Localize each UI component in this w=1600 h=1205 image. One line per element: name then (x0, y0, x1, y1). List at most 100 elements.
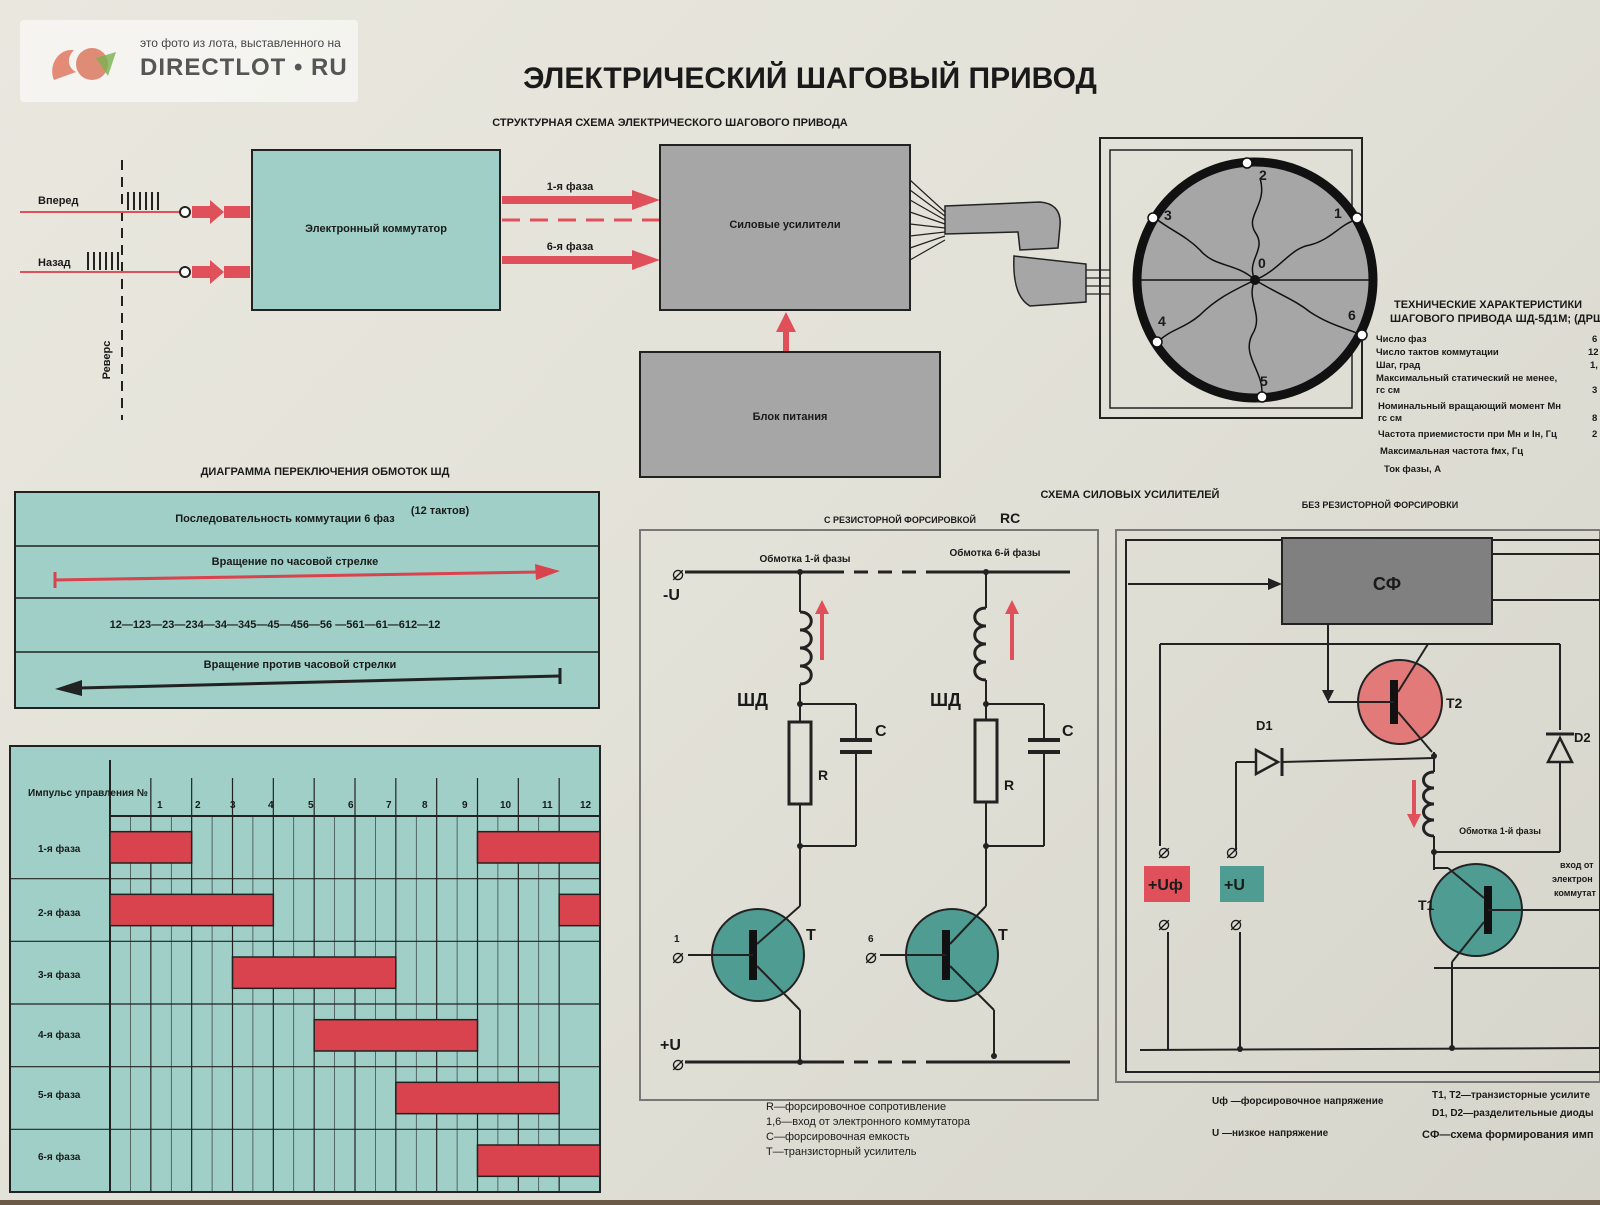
sf-block (1281, 537, 1493, 625)
structural-title: СТРУКТУРНАЯ СХЕМА ЭЛЕКТРИЧЕСКОГО ШАГОВОГ… (492, 117, 848, 129)
watermark: это фото из лота, выставленного на DIREC… (20, 20, 358, 102)
phase-bar (476, 1144, 601, 1178)
structural-diagram: СТРУКТУРНАЯ СХЕМА ЭЛЕКТРИЧЕСКОГО ШАГОВОГ… (20, 117, 1378, 478)
legend-item: D1, D2—разделительные диоды (1432, 1108, 1594, 1119)
pulse-label: 2 (195, 800, 201, 811)
legend-item: СФ—схема формирования имп (1422, 1129, 1594, 1141)
legend-item: C—форсировочная емкость (766, 1131, 910, 1143)
u-forcing-badge (1144, 866, 1190, 902)
diode-d2-icon (1545, 735, 1575, 764)
phase-bar (231, 956, 397, 990)
u-low-label: +U (1224, 877, 1245, 894)
phase-bar (476, 830, 601, 864)
phase-row-label: 1-я фаза (38, 843, 81, 855)
poster-title: ЭЛЕКТРИЧЕСКИЙ ШАГОВЫЙ ПРИВОД (523, 61, 1097, 95)
spec-label: Частота приемистости при Мн и Iн, Гц (1378, 429, 1557, 440)
transistor-label: T (998, 927, 1008, 944)
transistor-label: T (806, 927, 816, 944)
commutator-block (251, 149, 501, 311)
terminal-icon: ⌀ (1158, 841, 1170, 863)
motor-pole-6: 6 (1348, 307, 1356, 323)
input-from-label-3: коммутат (1554, 888, 1596, 898)
legend-item: Uф —форсировочное напряжение (1212, 1095, 1384, 1107)
legend-item: R—форсировочное сопротивление (766, 1101, 946, 1113)
timing-header: Импульс управления № (28, 788, 148, 799)
inductor-icon (799, 610, 813, 686)
watermark-caption: это фото из лота, выставленного на (140, 36, 341, 50)
sequence-label: Последовательность коммутации 6 фаз (175, 513, 395, 525)
specs-title-2: ШАГОВОГО ПРИВОДА ШД-5Д1М; (ДРШ (1390, 313, 1600, 325)
motor-pole-3: 3 (1164, 207, 1172, 223)
input-6-label: 6 (868, 934, 874, 945)
sequence-note: (12 тактов) (411, 505, 470, 517)
d1-label: D1 (1256, 718, 1273, 733)
spec-value: 8 (1592, 413, 1597, 424)
spec-label: Максимальная частота fмх, Гц (1380, 446, 1523, 457)
motor-label: ШД (737, 690, 768, 710)
spec-label: Число фаз (1376, 334, 1427, 345)
spec-value: 1, (1590, 360, 1598, 371)
timing-diagram: Импульс управления № 1 2 3 4 5 6 7 8 9 1… (9, 745, 601, 1193)
minus-u-label: -U (663, 587, 680, 604)
specs-panel: ТЕХНИЧЕСКИЕ ХАРАКТЕРИСТИКИ ШАГОВОГО ПРИВ… (1376, 299, 1600, 475)
amplifier-stage-1: ШД C R ⌀ 1 T (672, 569, 887, 1065)
watermark-brand: DIRECTLOT • RU (140, 54, 348, 81)
pulse-label: 7 (386, 800, 392, 811)
spec-label: Номинальный вращающий момент Мн (1378, 401, 1561, 412)
rc-forcing-label: С РЕЗИСТОРНОЙ ФОРСИРОВКОЙ (824, 514, 976, 525)
motor-pole-1: 1 (1334, 205, 1342, 221)
current-arrow-icon (815, 600, 829, 614)
phase-bar (313, 1018, 479, 1052)
pulse-label: 4 (268, 800, 274, 811)
inductor-icon (973, 606, 987, 682)
spec-label: Шаг, град (1376, 360, 1420, 371)
pulse-label: 10 (500, 800, 512, 811)
terminal-icon: ⌀ (672, 563, 684, 585)
spec-value: 6 (1592, 334, 1597, 345)
motor-pole-4: 4 (1158, 313, 1166, 329)
phase-bar (109, 830, 193, 864)
phase-row-label: 3-я фаза (38, 969, 81, 981)
phase-bar (558, 893, 601, 927)
sf-label: СФ (1373, 574, 1401, 594)
motor-pole-5: 5 (1260, 373, 1268, 389)
capacitor-label: C (1062, 723, 1074, 740)
specs-title-1: ТЕХНИЧЕСКИЕ ХАРАКТЕРИСТИКИ (1394, 299, 1582, 311)
stepper-motor-icon (1099, 137, 1378, 419)
u-low-badge (1220, 866, 1264, 902)
winding1-label: Обмотка 1-й фазы (760, 553, 851, 565)
spec-label: Ток фазы, А (1384, 464, 1441, 475)
cable-connector (944, 201, 1061, 251)
terminal-icon: ⌀ (672, 1053, 684, 1075)
phase6-label: 6-я фаза (547, 241, 594, 253)
resistor-icon (973, 718, 999, 804)
t2-label: T2 (1446, 695, 1463, 711)
resistor-label: R (1004, 777, 1014, 793)
terminal-icon: ⌀ (1226, 841, 1238, 863)
sf-input-arrow-icon (1268, 578, 1282, 590)
legend-item: T1, T2—транзисторные усилите (1432, 1090, 1591, 1101)
back-pulses-icon (87, 252, 119, 270)
timing-bars (109, 830, 601, 1178)
legend-left: R—форсировочное сопротивление 1,6—вход о… (766, 1101, 971, 1158)
current-down-arrow-icon (1407, 814, 1421, 828)
pulse-label: 3 (230, 800, 236, 811)
input-from-label-2: электрон (1552, 874, 1593, 884)
pulse-label: 9 (462, 800, 468, 811)
phase-row-label: 2-я фаза (38, 907, 81, 919)
u-forcing-label: +Uф (1148, 877, 1183, 894)
pulse-label: 6 (348, 800, 354, 811)
motor-pole-2: 2 (1259, 167, 1267, 183)
squirrel-logo-icon (52, 48, 116, 80)
legend-right: Uф —форсировочное напряжение U —низкое н… (1212, 1090, 1594, 1141)
power-block (639, 351, 941, 478)
d2-label: D2 (1574, 730, 1591, 745)
amplifiers-title: СХЕМА СИЛОВЫХ УСИЛИТЕЛЕЙ (1041, 488, 1220, 501)
pulse-label: 1 (157, 800, 163, 811)
pulse-label: 12 (580, 800, 592, 811)
amplifiers-label: Силовые усилители (729, 219, 840, 231)
capacitor-label: C (875, 723, 887, 740)
spec-label: Число тактов коммутации (1376, 347, 1499, 358)
phase1-arrow-icon (632, 190, 660, 210)
